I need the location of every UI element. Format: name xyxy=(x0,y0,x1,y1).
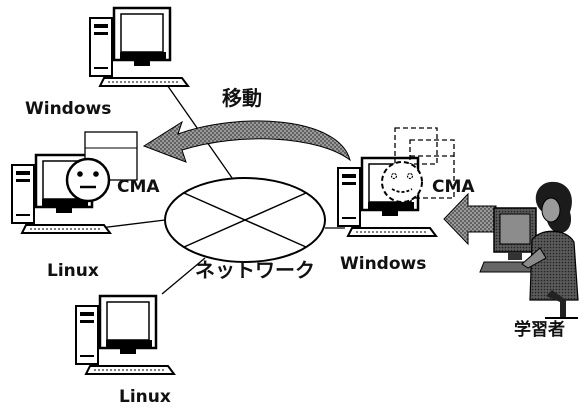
learner-arrow-icon xyxy=(443,192,497,246)
label-linux-left: Linux xyxy=(47,261,99,281)
label-move: 移動 xyxy=(222,86,262,110)
link-linux-left xyxy=(99,219,166,229)
cma-face-icon-right xyxy=(381,161,423,203)
label-network: ネットワーク xyxy=(195,258,315,282)
label-learner: 学習者 xyxy=(514,320,565,340)
label-cma-right: CMA xyxy=(432,177,475,197)
move-arrow-icon xyxy=(142,120,351,163)
label-windows-right: Windows xyxy=(340,254,427,274)
learner-person-icon xyxy=(479,181,579,319)
computer-windows-top xyxy=(88,6,190,88)
label-windows-top: Windows xyxy=(25,99,112,119)
label-linux-bottom: Linux xyxy=(119,387,171,407)
network-ring xyxy=(164,177,326,263)
link-linux-bottom xyxy=(161,257,206,295)
label-cma-left: CMA xyxy=(117,177,160,197)
agent-window-dashed xyxy=(394,127,455,199)
computer-linux-bottom xyxy=(74,294,176,376)
cma-face-icon-left xyxy=(65,157,111,203)
